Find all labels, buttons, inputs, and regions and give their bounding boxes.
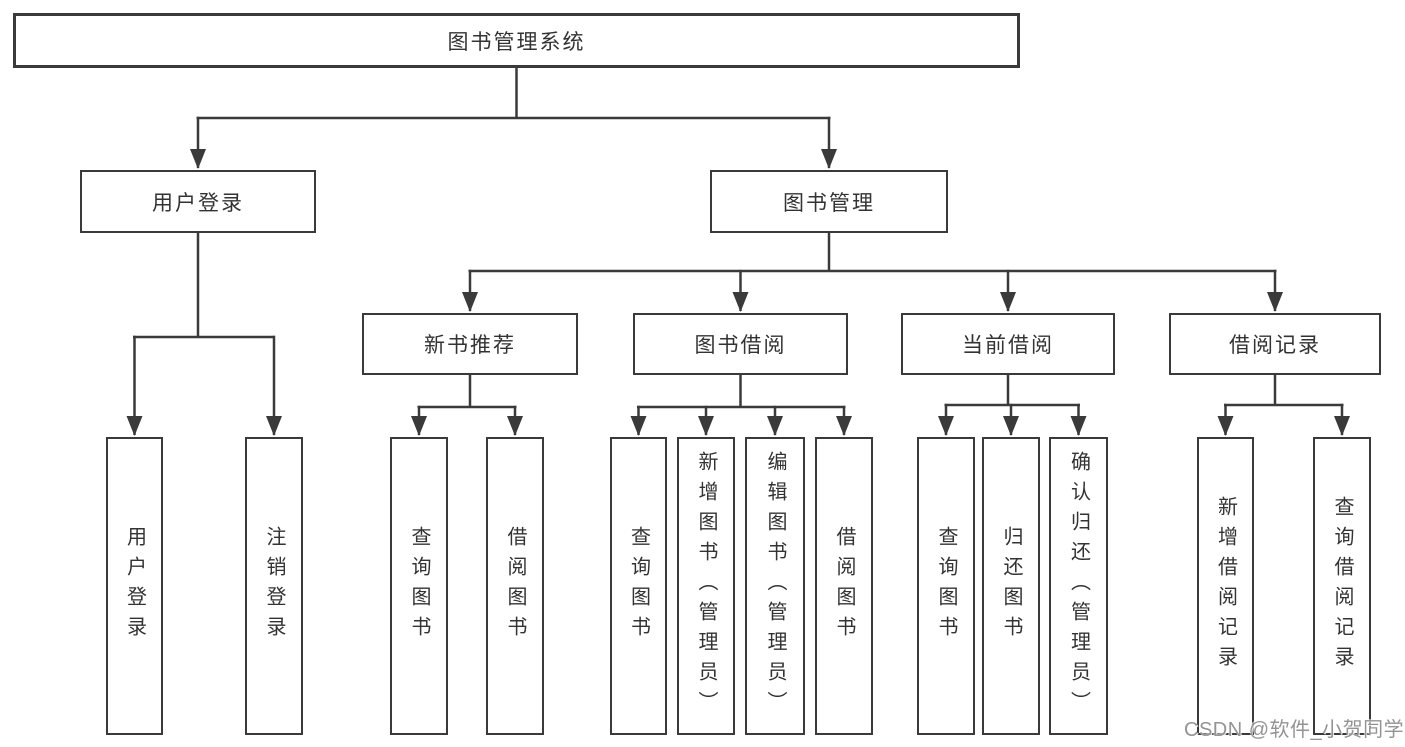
node-current-borrowing: 当前借阅 (901, 313, 1115, 375)
leaf-user-login: 用户登录 (106, 437, 163, 735)
leaf-logout: 注销登录 (245, 437, 303, 735)
leaf-newbook-query-books: 查询图书 (390, 437, 448, 735)
node-user-login: 用户登录 (80, 170, 316, 233)
leaf-borrow-add-books-admin: 新增图书（管理员） (677, 437, 735, 735)
leaf-borrow-edit-books-admin: 编辑图书（管理员） (745, 437, 805, 735)
csdn-watermark: CSDN @软件_小贺同学 (1184, 719, 1405, 741)
node-book-borrowing: 图书借阅 (633, 313, 848, 375)
leaf-records-query-borrow-record: 查询借阅记录 (1313, 437, 1371, 735)
leaf-borrow-borrow-books: 借阅图书 (815, 437, 873, 735)
leaf-newbook-borrow-books: 借阅图书 (486, 437, 544, 735)
leaf-borrow-query-books: 查询图书 (610, 437, 667, 735)
leaf-current-return-books: 归还图书 (982, 437, 1040, 735)
node-new-book-recommendation: 新书推荐 (362, 313, 578, 375)
leaf-records-add-borrow-record: 新增借阅记录 (1197, 437, 1254, 735)
leaf-current-confirm-return-admin: 确认归还（管理员） (1049, 437, 1108, 735)
leaf-current-query-books: 查询图书 (917, 437, 975, 735)
node-borrowing-records: 借阅记录 (1169, 313, 1381, 375)
node-book-management: 图书管理 (710, 170, 948, 233)
node-library-system: 图书管理系统 (13, 13, 1020, 68)
